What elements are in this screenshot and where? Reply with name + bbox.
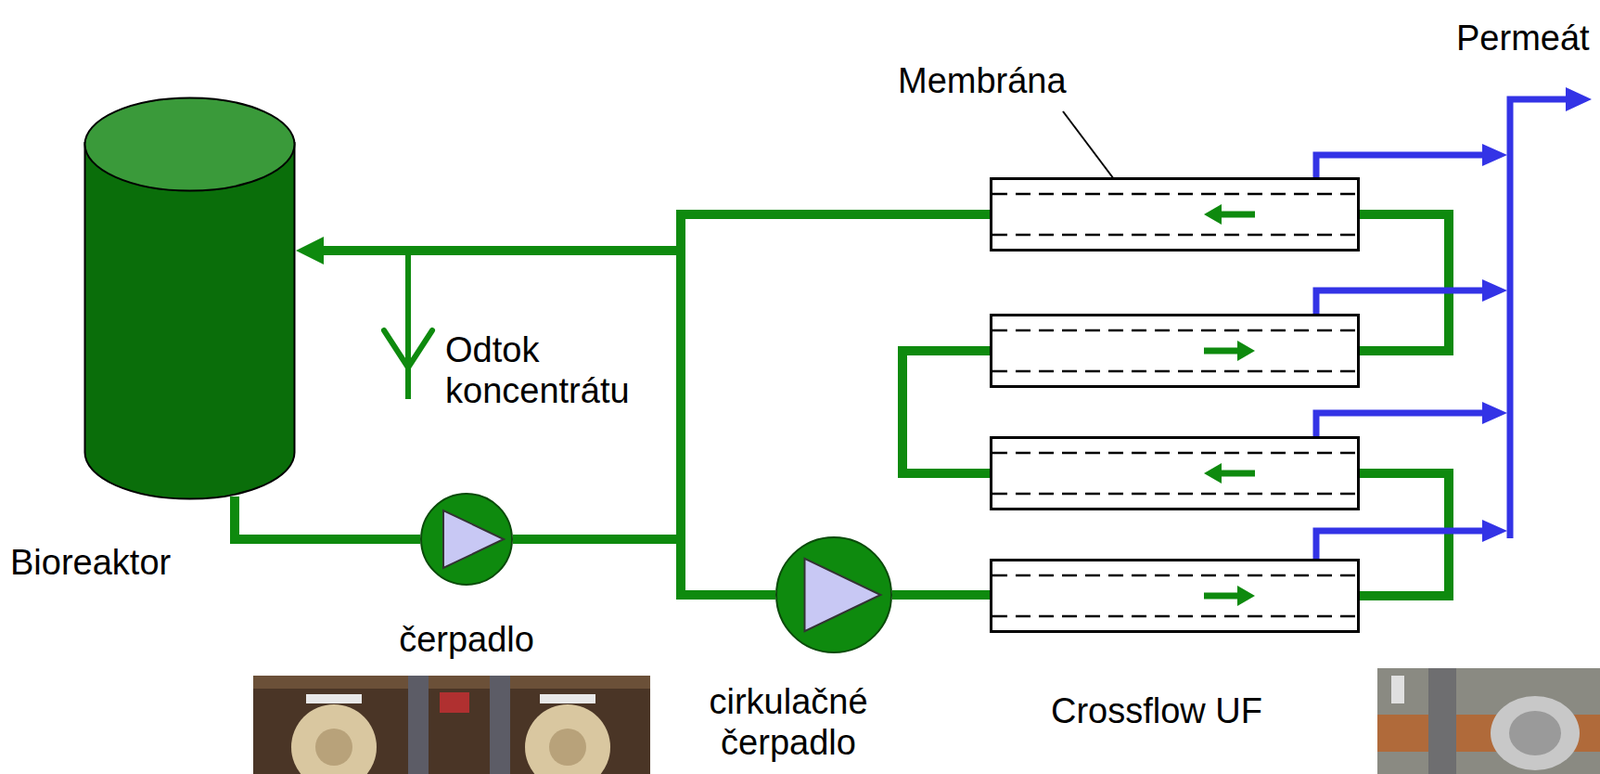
bioreactor-tank: Bioreaktor <box>83 96 296 500</box>
pipe-connector <box>295 214 990 265</box>
membrane-wall <box>992 492 1357 496</box>
pipe-connector <box>512 538 776 595</box>
membrane-tube <box>991 179 1359 251</box>
pipe-connector <box>892 594 990 596</box>
pump-symbol: čerpadlo <box>420 492 513 586</box>
membrane-wall <box>992 233 1357 237</box>
membrane-tube <box>991 315 1359 387</box>
pump-photo <box>253 675 651 774</box>
membrane-module: Crossflow UF <box>989 177 1360 633</box>
flow-arrow <box>1217 470 1255 477</box>
flow-arrowhead <box>1237 585 1255 606</box>
permeate-arrowhead <box>1482 401 1508 424</box>
pipe-line <box>321 214 990 251</box>
node-label: Crossflow UF <box>1050 691 1263 732</box>
pipe-arrowhead <box>295 236 324 265</box>
membrane-wall <box>992 614 1357 618</box>
module-pipe <box>1359 214 1449 351</box>
flow-arrowhead <box>1203 462 1222 484</box>
permeate-line <box>1316 154 1485 178</box>
membrane-wall <box>992 192 1357 196</box>
pipe-line <box>892 589 990 600</box>
membrane-wall <box>992 370 1357 373</box>
module-photo <box>1377 667 1600 774</box>
membrane-module-outline <box>989 177 1360 633</box>
tank-top <box>85 98 295 192</box>
bioreactor-tank-outline <box>83 96 296 500</box>
pump-triangle <box>805 558 882 631</box>
permeate-arrowhead <box>1565 87 1592 112</box>
pump-circle <box>421 493 512 585</box>
permeate-arrowhead <box>1482 143 1508 167</box>
membrane-wall <box>992 451 1357 455</box>
membrane-tube <box>991 437 1359 510</box>
flow-arrow <box>1203 592 1242 600</box>
annotation-label: Odtok koncentrátu <box>445 330 645 411</box>
pipe-line <box>234 496 421 539</box>
permeate-line <box>1316 290 1485 314</box>
pump-circle <box>776 537 892 653</box>
pump-symbol-outline <box>420 492 513 586</box>
tank-body <box>85 142 295 500</box>
permeate-line <box>1316 530 1485 559</box>
flow-arrow <box>1203 347 1242 355</box>
circulation-pump-symbol: cirkulačné čerpadlo <box>775 536 893 653</box>
membrane-tube <box>991 560 1359 632</box>
membrane-wall <box>992 329 1357 333</box>
outlet-arm <box>408 330 433 368</box>
module-pipe <box>902 350 990 474</box>
permeate-collector <box>1510 99 1568 538</box>
membrane-wall <box>992 574 1357 577</box>
node-label: cirkulačné čerpadlo <box>695 681 882 763</box>
node-label: čerpadlo <box>398 619 535 661</box>
annotation-label: Permeát <box>1456 18 1590 60</box>
flow-arrowhead <box>1237 340 1255 361</box>
circulation-pump-symbol-outline <box>775 536 893 653</box>
flow-arrowhead <box>1203 204 1222 225</box>
pipe-line <box>512 538 776 595</box>
permeate-arrowhead <box>1482 519 1508 542</box>
module-pipe <box>1359 473 1449 596</box>
node-label: Bioreaktor <box>10 542 171 584</box>
permeate-line <box>1316 412 1485 436</box>
outlet-arm <box>384 330 409 368</box>
flow-arrow <box>1217 211 1255 218</box>
outlet-pipe <box>405 250 411 399</box>
pump-triangle <box>443 510 504 568</box>
pipe-connector <box>234 496 421 539</box>
permeate-arrowhead <box>1482 279 1508 302</box>
annotation-label: Membrána <box>897 61 1067 103</box>
